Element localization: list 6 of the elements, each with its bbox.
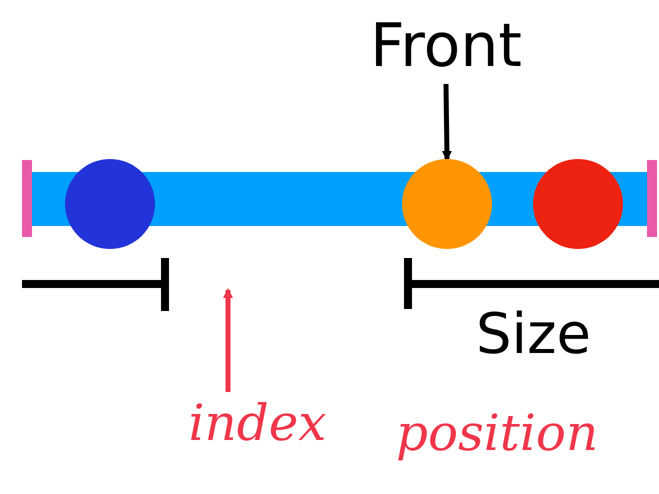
dimension-label: Size xyxy=(476,302,591,367)
pointer-label: Front xyxy=(360,8,532,84)
handwritten-note: index xyxy=(190,392,325,454)
arrow xyxy=(442,84,452,161)
arrow xyxy=(223,288,233,392)
handwritten-note: position xyxy=(396,404,598,462)
